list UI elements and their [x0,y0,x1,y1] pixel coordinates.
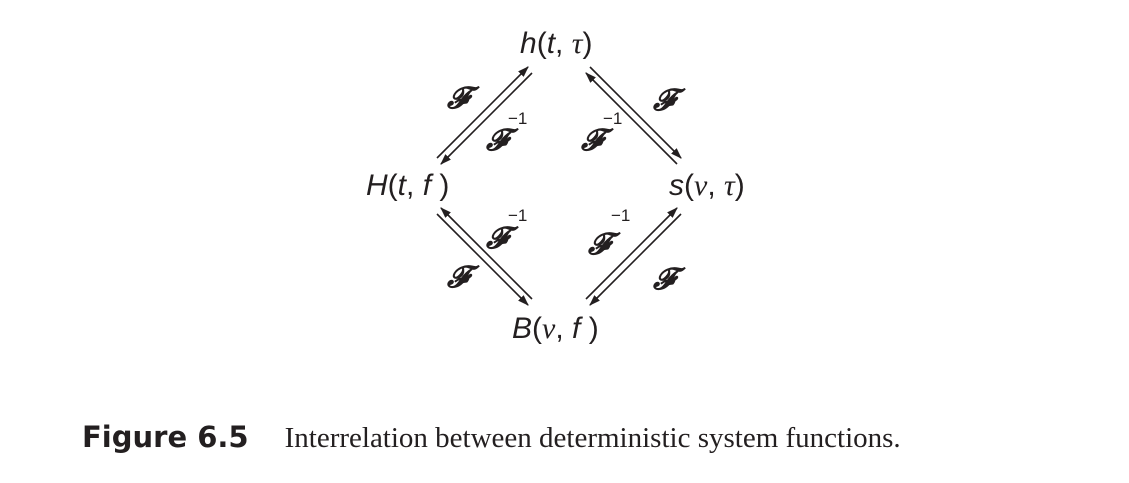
node-H-t-f: H(t, f ) [366,169,449,203]
node-right-fn: s [669,169,684,202]
node-left-arg1: t [397,169,407,202]
node-left-sep: , [406,169,423,202]
inverse-superscript: −1 [611,206,631,225]
inverse-superscript: −1 [508,206,528,225]
node-bottom-close: ) [580,312,599,345]
fourier-operator-label: 𝓕 [653,83,676,118]
node-bottom-fn: B [512,312,533,345]
inverse-fourier-operator-label: 𝓕 [581,123,604,158]
node-top-arg1: t [546,27,556,60]
node-top-close: ) [582,27,593,60]
node-top-sep: , [555,27,572,60]
arrow-B-to-H [440,207,533,300]
figure-caption: Figure 6.5 Interrelation between determin… [82,420,901,455]
fourier-operator-label: 𝓕 [447,81,470,116]
node-right-close: ) [734,169,745,202]
node-s-nu-tau: s(ν, τ) [669,169,745,203]
node-right-open: ( [684,169,694,202]
node-bottom-arg2: f [572,312,581,345]
arrows-layer [436,66,682,306]
figure-label: Figure 6.5 [82,420,249,454]
node-left-close: ) [431,169,450,202]
node-top-arg2: τ [571,27,583,60]
fourier-operator-label: 𝓕 [447,260,470,295]
node-B-nu-f: B(ν, f ) [512,312,599,346]
arrow-B-to-s [585,207,678,300]
node-top-open: ( [536,27,547,60]
inverse-superscript: −1 [603,109,623,128]
figure-caption-text: Interrelation between deterministic syst… [284,422,901,454]
arrow-h-to-s [589,66,682,159]
inverse-fourier-operator-label: 𝓕 [588,227,611,262]
inverse-fourier-operator-label: 𝓕 [486,221,509,256]
fourier-operator-label: 𝓕 [653,262,676,297]
inverse-fourier-operator-label: 𝓕 [486,123,509,158]
node-right-sep: , [707,169,724,202]
arrow-H-to-h [436,66,529,159]
node-top-fn: h [520,27,537,60]
transform-diagram: h(t, τ) H(t, f ) s(ν, τ) B(ν, f ) 𝓕 𝓕 −1… [366,27,745,346]
arrow-H-to-B [436,213,529,306]
node-h-t-tau: h(t, τ) [520,27,592,61]
arrow-s-to-B [589,213,682,306]
node-bottom-sep: , [555,312,573,345]
node-right-arg2: τ [724,169,735,202]
node-left-open: ( [387,169,398,202]
inverse-superscript: −1 [508,109,528,128]
node-right-arg1: ν [694,169,708,202]
node-bottom-arg1: ν [542,312,556,345]
node-bottom-open: ( [532,312,543,345]
arrow-h-to-H [440,72,533,165]
arrow-s-to-h [585,72,678,165]
node-left-arg2: f [422,169,432,202]
node-left-fn: H [366,169,388,202]
